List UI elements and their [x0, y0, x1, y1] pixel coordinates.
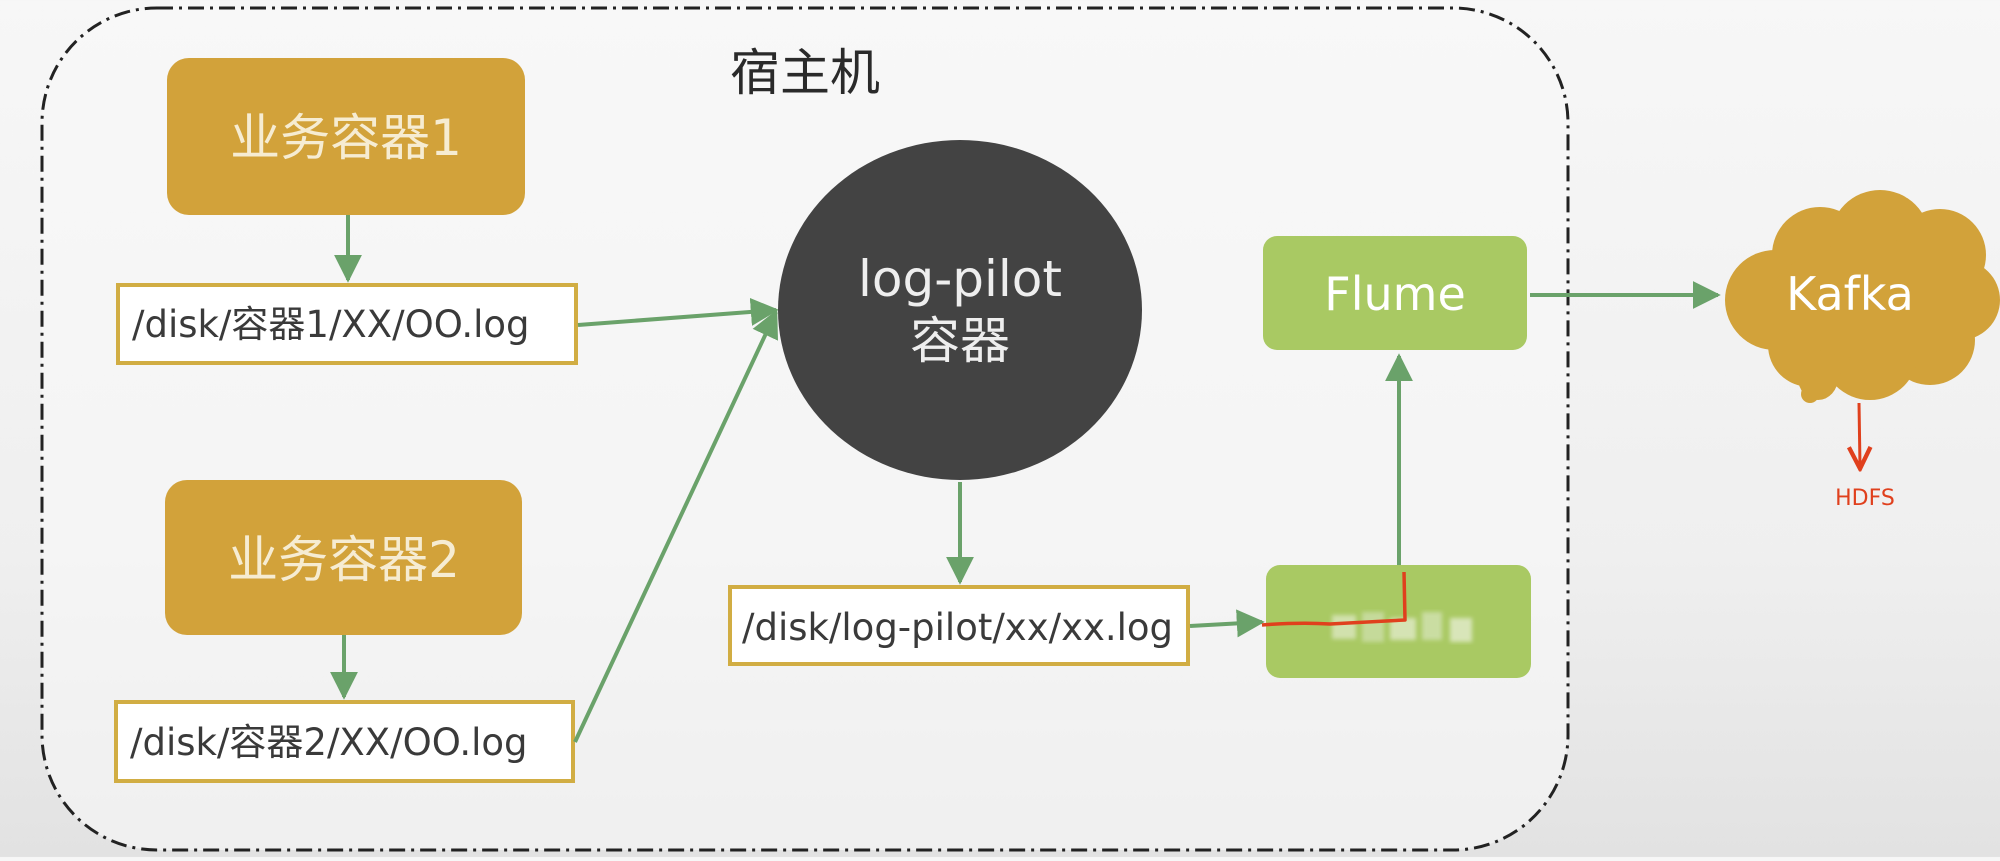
- obscured-label-mosaic: [1332, 612, 1472, 642]
- log-path-1-label: /disk/容器1/XX/OO.log: [132, 303, 529, 346]
- arrow-path1-to-log-pilot: [577, 297, 779, 327]
- log-path-2-label: /disk/容器2/XX/OO.log: [130, 721, 527, 764]
- host-title: 宿主机: [730, 44, 880, 102]
- annotation-arrow-to-hdfs: [1859, 402, 1860, 466]
- log-path-1-box: [116, 283, 578, 365]
- pilot-log-path-box: [728, 585, 1190, 666]
- log-pilot-circle: [778, 140, 1142, 480]
- business-container-2-label: 业务容器2: [228, 531, 460, 589]
- business-container-1-box: [167, 58, 525, 215]
- log-path-2-box: [114, 700, 575, 783]
- flume-box: [1263, 236, 1527, 350]
- business-container-1-label: 业务容器1: [230, 109, 462, 167]
- arrow-path2-to-log-pilot: [573, 309, 779, 743]
- hdfs-annotation-label: HDFS: [1835, 486, 1895, 511]
- arrow-pilot-path-to-obscured-box: [1189, 609, 1265, 638]
- flume-label: Flume: [1324, 267, 1466, 321]
- kafka-label: Kafka: [1786, 267, 1914, 321]
- annotation-red-stroke: [1261, 571, 1407, 627]
- kafka-cloud-icon: [1725, 190, 2000, 403]
- log-pilot-label-line1: log-pilot: [858, 250, 1062, 308]
- pilot-log-path-label: /disk/log-pilot/xx/xx.log: [742, 606, 1173, 649]
- log-pilot-label-line2: 容器: [910, 312, 1010, 370]
- business-container-2-box: [165, 480, 522, 635]
